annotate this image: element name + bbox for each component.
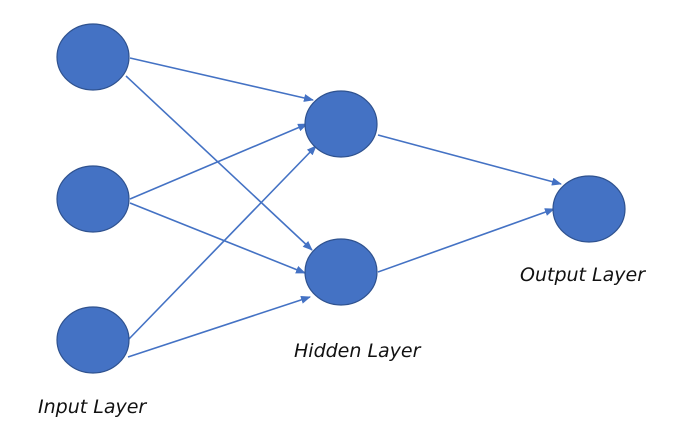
output-neuron-1 (552, 175, 626, 243)
input-neuron-3 (56, 306, 130, 374)
output-layer-label: Output Layer (520, 264, 646, 286)
edge-hidden1-to-output1 (377, 134, 562, 186)
edge-input2-to-hidden2 (129, 202, 306, 274)
input-layer-label: Input Layer (38, 396, 147, 418)
hidden-neuron-1 (304, 90, 378, 158)
edge-hidden2-to-output1 (377, 208, 555, 273)
connections (125, 57, 562, 358)
edge-input1-to-hidden1 (129, 57, 314, 102)
neurons (56, 23, 626, 374)
hidden-neuron-2 (304, 238, 378, 306)
edge-input1-to-hidden2 (125, 75, 313, 251)
input-neuron-2 (56, 165, 130, 233)
edge-input3-to-hidden1 (127, 145, 317, 341)
input-neuron-1 (56, 23, 130, 91)
hidden-layer-label: Hidden Layer (294, 340, 421, 362)
edge-input3-to-hidden2 (127, 296, 311, 358)
edge-input2-to-hidden1 (129, 123, 308, 200)
